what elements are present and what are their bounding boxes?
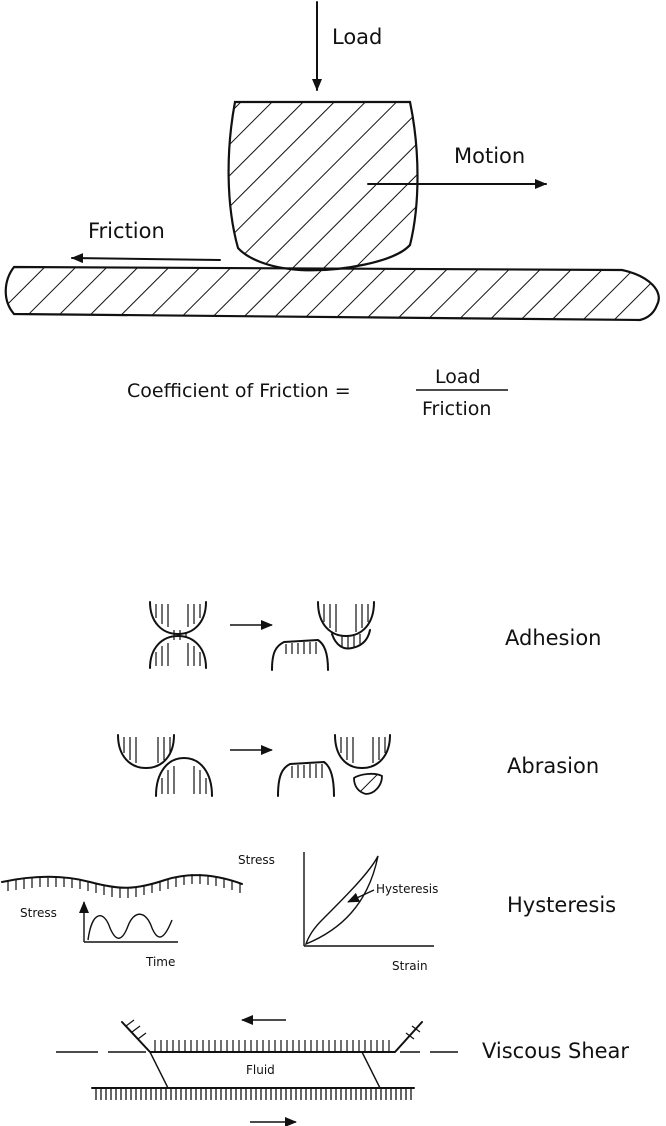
abrasion-label: Abrasion	[507, 754, 599, 778]
equation-denominator: Friction	[422, 398, 491, 420]
friction-arrow	[72, 258, 220, 260]
hysteresis-label: Hysteresis	[507, 893, 616, 917]
equation-numerator: Load	[435, 366, 481, 388]
surface-slab	[6, 267, 659, 320]
hysteresis-diagram: Stress Time Stress Hysteresis Strain Hys…	[2, 852, 616, 973]
viscous-shear-label: Viscous Shear	[482, 1039, 629, 1063]
time-label: Time	[145, 955, 175, 969]
friction-label: Friction	[88, 219, 165, 243]
motion-label: Motion	[454, 144, 525, 168]
block-on-surface-diagram: Load Motion Friction	[6, 2, 659, 320]
load-label: Load	[332, 25, 382, 49]
adhesion-label: Adhesion	[505, 626, 602, 650]
adhesion-diagram: Adhesion	[150, 602, 602, 670]
fluid-label: Fluid	[246, 1063, 275, 1077]
abrasion-diagram: Abrasion	[118, 735, 599, 796]
stress-time-ylabel: Stress	[20, 906, 57, 920]
hysteresis-loop-label: Hysteresis	[376, 882, 438, 896]
strain-label: Strain	[392, 959, 428, 973]
viscous-shear-diagram: Fluid Viscous Shear	[56, 1020, 629, 1122]
hysteresis-loop	[306, 856, 378, 944]
stress-strain-ylabel: Stress	[238, 853, 275, 867]
wear-debris	[354, 774, 382, 794]
friction-equation: Coefficient of Friction = Load Friction	[127, 366, 508, 420]
sliding-block	[229, 102, 418, 270]
equation-lhs: Coefficient of Friction =	[127, 380, 351, 402]
